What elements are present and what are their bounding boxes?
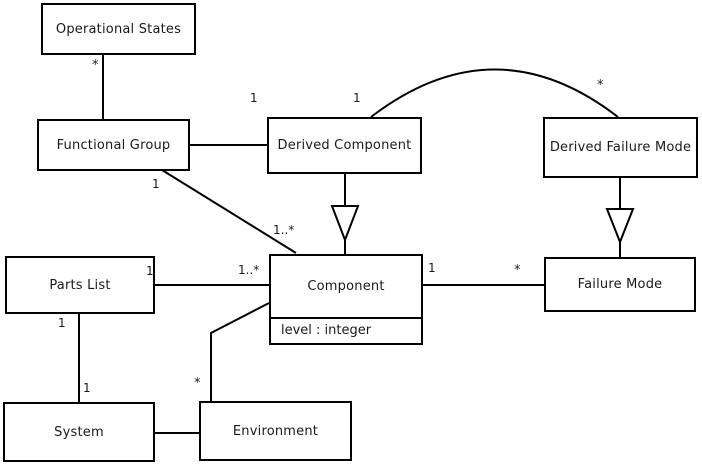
- multiplicity-label-m-comp-fm-star: *: [514, 263, 521, 278]
- association-component-environment: [210, 302, 270, 401]
- uml-class-environment[interactable]: Environment: [199, 401, 352, 461]
- multiplicity-label-m-pl-sys-bot: 1: [83, 381, 91, 395]
- class-name-derived-component: Derived Component: [277, 138, 412, 153]
- class-name-failure-mode: Failure Mode: [577, 277, 663, 292]
- class-name-system: System: [54, 424, 104, 440]
- class-name-derived-failure-mode: Derived Failure Mode: [549, 140, 692, 155]
- multiplicity-label-m-comp-env: *: [194, 376, 201, 391]
- association-derivedcomponent-derivedfailuremode: [370, 68, 619, 118]
- multiplicity-label-m-pl-sys-top: 1: [58, 316, 66, 330]
- uml-class-parts-list[interactable]: Parts List: [5, 256, 155, 314]
- association-functionalgroup-component: [161, 169, 297, 254]
- uml-class-failure-mode[interactable]: Failure Mode: [544, 257, 696, 312]
- class-attribute-component-0: level : integer: [271, 317, 421, 343]
- generalization-arrowhead-derivedcomponent-to-component: [330, 205, 360, 243]
- uml-class-operational-states[interactable]: Operational States: [41, 3, 196, 55]
- class-name-environment: Environment: [232, 423, 319, 439]
- generalization-layer: [330, 174, 635, 257]
- uml-class-derived-failure-mode[interactable]: Derived Failure Mode: [543, 117, 698, 178]
- multiplicity-label-m-pl-comp-many: 1..*: [238, 263, 260, 277]
- multiplicity-label-m-pl-comp-1: 1: [146, 264, 154, 278]
- uml-class-derived-component[interactable]: Derived Component: [267, 117, 422, 174]
- multiplicity-label-m-dfm-arc-star: *: [597, 78, 604, 93]
- multiplicity-label-m-fg-comp-1: 1: [152, 177, 160, 191]
- class-name-component: Component: [307, 279, 385, 294]
- multiplicity-label-m-comp-fm-1: 1: [428, 261, 436, 275]
- association-layer: [78, 55, 619, 434]
- class-name-operational-states: Operational States: [55, 21, 182, 37]
- multiplicity-label-m-fg-dc-left: 1: [250, 91, 258, 105]
- uml-class-system[interactable]: System: [3, 402, 155, 462]
- generalization-arrowhead-derivedfailuremode-to-failuremode: [605, 208, 635, 245]
- multiplicity-label-m-dc-arc-1: 1: [353, 91, 361, 105]
- class-name-parts-list: Parts List: [49, 277, 111, 293]
- class-name-functional-group: Functional Group: [56, 137, 171, 153]
- uml-class-component[interactable]: Component level : integer: [269, 254, 423, 345]
- multiplicity-label-m-fg-comp-many: 1..*: [273, 223, 295, 237]
- uml-class-functional-group[interactable]: Functional Group: [37, 119, 190, 171]
- multiplicity-label-m-opstates-fg: *: [92, 58, 99, 73]
